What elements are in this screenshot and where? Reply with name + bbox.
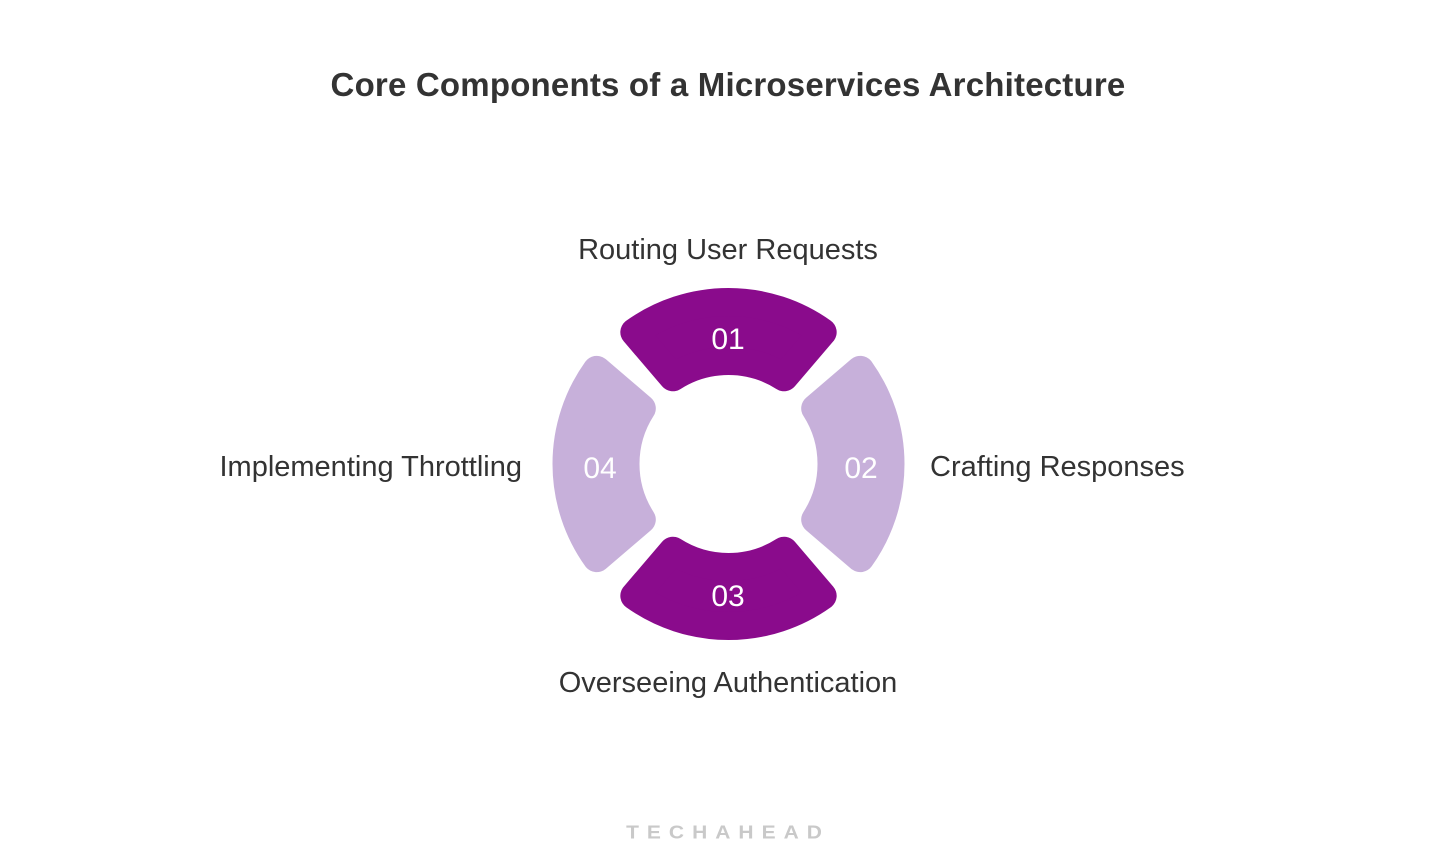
segment-number-04: 04 [583,452,617,485]
donut-segment-02 [801,355,905,573]
segment-label-crafting-responses: Crafting Responses [930,451,1185,483]
cycle-donut-chart [518,254,939,674]
donut-segment-01 [620,288,837,392]
segment-label-routing-user-requests: Routing User Requests [578,234,878,266]
donut-segment-03 [620,536,837,640]
donut-segments-svg [552,288,905,640]
brand-watermark: TECHAHEAD [626,822,830,843]
segment-number-03: 03 [711,580,745,613]
segment-number-02: 02 [844,452,878,485]
segment-label-implementing-throttling: Implementing Throttling [219,451,522,483]
segment-label-overseeing-authentication: Overseeing Authentication [558,667,898,699]
page-title: Core Components of a Microservices Archi… [330,66,1126,103]
donut-segment-04 [552,355,656,573]
segment-number-01: 01 [711,323,745,356]
